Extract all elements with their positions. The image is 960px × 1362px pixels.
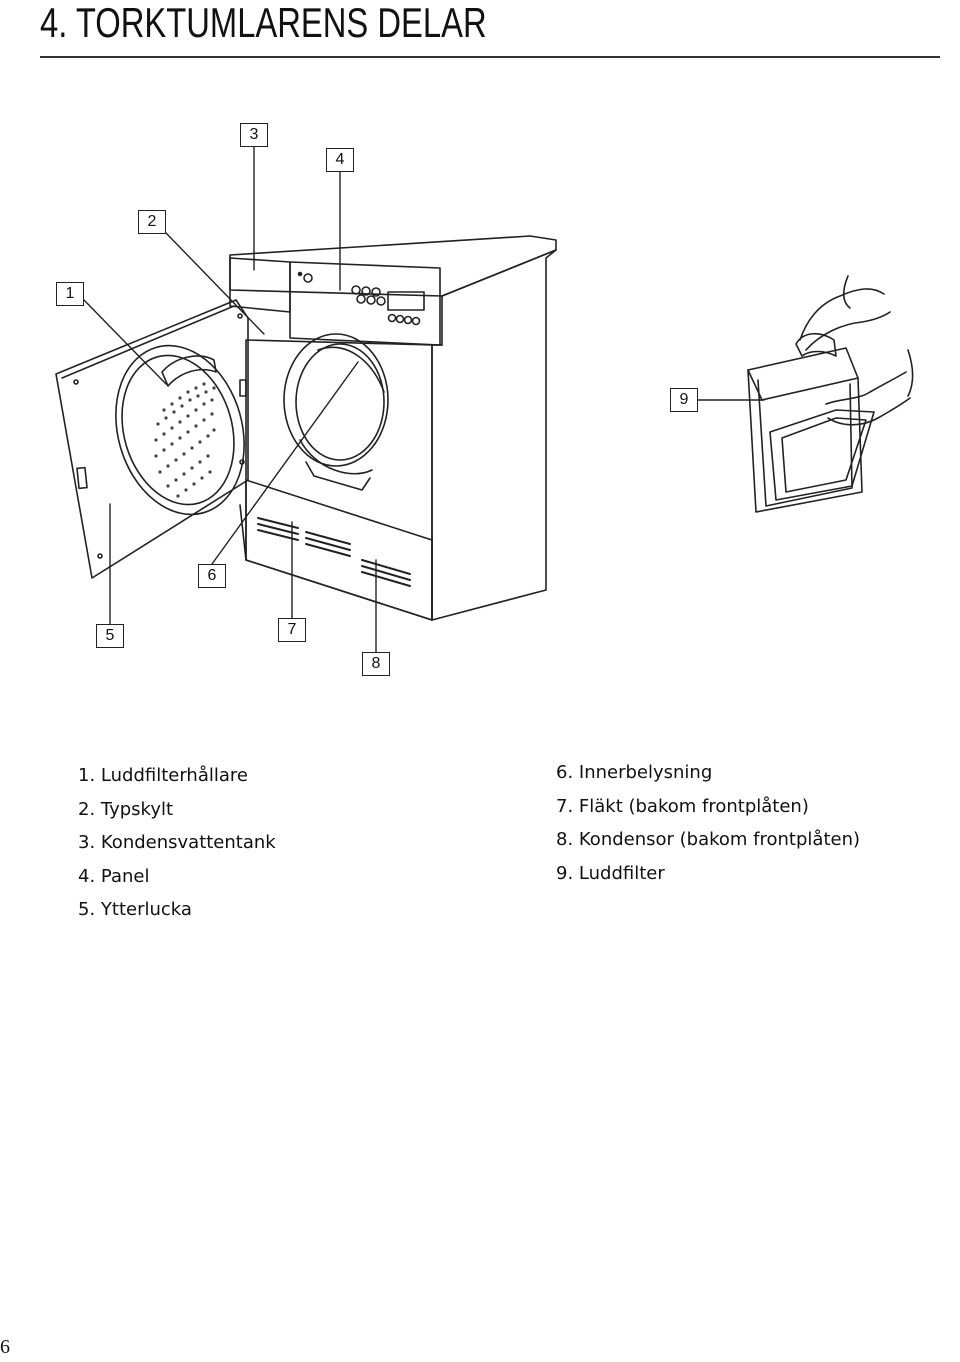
- drum-opening-inner: [295, 343, 385, 461]
- legend-left: 1. Luddfilterhållare 2. Typskylt 3. Kond…: [78, 759, 276, 927]
- legend-item-3: 3. Kondensvattentank: [78, 832, 276, 853]
- dryer-parts-illustration: [55, 146, 914, 653]
- drum-opening-outer: [283, 333, 389, 467]
- legend-item-1: 1. Luddfilterhållare: [78, 765, 248, 786]
- panel-display: [387, 291, 425, 311]
- callout-8: 8: [362, 652, 390, 676]
- callout-6: 6: [198, 564, 226, 588]
- door-filter-perforations: [154, 382, 216, 498]
- callout-2: 2: [138, 210, 166, 234]
- lint-filter-with-hands: [747, 275, 914, 513]
- legend-item-7: 7. Fläkt (bakom frontplåten): [556, 795, 809, 817]
- legend-item-9: 9. Luddfilter: [556, 862, 665, 884]
- lint-filter-handle: [161, 355, 217, 387]
- legend-item-2: 2. Typskylt: [78, 798, 174, 820]
- legend-item-4: 4. Panel: [78, 865, 150, 887]
- panel-buttons: [351, 285, 421, 326]
- legend-item-8: 8. Kondensor (bakom frontplåten): [556, 829, 861, 850]
- legend-right: 6. Innerbelysning 7. Fläkt (bakom frontp…: [556, 756, 860, 890]
- control-panel: [289, 261, 441, 346]
- dryer-cabinet: [229, 235, 557, 621]
- legend-item-5: 5. Ytterlucka: [78, 899, 192, 920]
- callout-4: 4: [326, 148, 354, 172]
- callout-9: 9: [670, 388, 698, 412]
- legend-item-6: 6. Innerbelysning: [556, 762, 713, 783]
- callout-1: 1: [56, 282, 84, 306]
- callout-5: 5: [96, 624, 124, 648]
- lint-filter-holder-slot: [305, 461, 371, 491]
- front-kick-plate: [245, 479, 433, 621]
- title-divider: [40, 56, 940, 58]
- callout-7: 7: [278, 618, 306, 642]
- outer-door: [55, 299, 249, 579]
- leader-lines: [83, 146, 765, 653]
- dryer-right-side: [431, 249, 557, 621]
- callout-3: 3: [240, 123, 268, 147]
- page-number: 6: [0, 1336, 10, 1358]
- page-title: 4. TORKTUMLARENS DELAR: [40, 0, 487, 46]
